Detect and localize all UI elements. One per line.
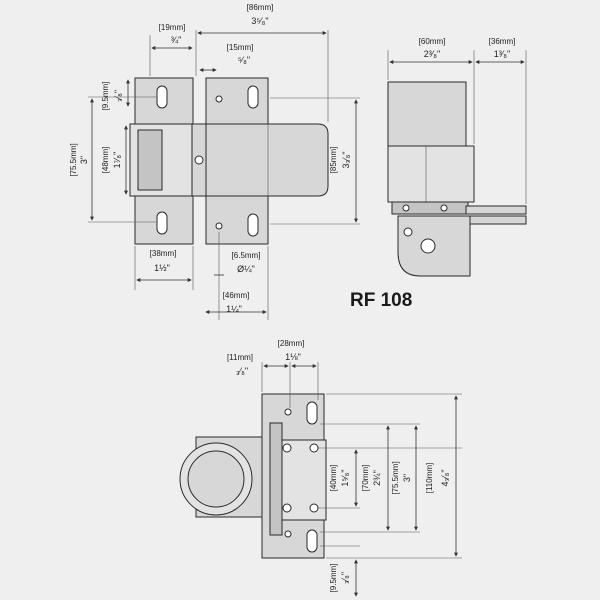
- bottom-bottom-hole: [284, 530, 292, 538]
- left-top-slot: [156, 85, 168, 109]
- body-height-in: 3₃⁄₈": [341, 151, 351, 168]
- side-pivot-small: [403, 227, 413, 237]
- hole-offset-mm: [15mm]: [227, 43, 254, 52]
- offset-large-mm: [28mm]: [278, 339, 305, 348]
- hole-offset-in: ⁵⁄₈": [238, 55, 250, 65]
- spring-body: [205, 123, 329, 197]
- knuckle-height-mm: [48mm]: [101, 147, 110, 174]
- bottom-hole-b2: [309, 503, 319, 513]
- spacing-70-in: 2¾": [372, 470, 382, 486]
- knuckle-segment: [137, 129, 163, 191]
- left-width-in: 1½": [154, 263, 170, 273]
- plate-height-in: 4₃⁄₈": [440, 469, 450, 486]
- right-width-in: 1¼": [226, 304, 242, 314]
- bottom-hole-a2: [309, 443, 319, 453]
- leaf-height-mm: [75.5mm]: [69, 143, 78, 176]
- body-height-mm: [85mm]: [329, 147, 338, 174]
- offset-small-mm: [11mm]: [227, 353, 253, 362]
- right-width-mm: [46mm]: [223, 291, 250, 300]
- depth-mm: [60mm]: [419, 37, 446, 46]
- side-pivot: [420, 238, 436, 254]
- left-leaf-mm: [19mm]: [159, 23, 186, 32]
- spacing-75-in: 3": [402, 474, 412, 482]
- bottom-top-slot: [306, 401, 318, 425]
- left-bottom-slot: [156, 211, 168, 235]
- bottom-spring-cap: [187, 450, 245, 508]
- hole-diameter-mm: [6.5mm]: [232, 251, 261, 260]
- right-bottom-hole: [215, 222, 223, 230]
- left-leaf-in: ¾": [171, 35, 182, 45]
- offset-large-in: 1⅛": [285, 352, 301, 362]
- offset-small-in: ₃⁄₈": [236, 366, 248, 376]
- leaf-height-in: 3": [79, 156, 89, 164]
- spacing-70-mm: [70mm]: [361, 465, 370, 492]
- bottom-bottom-slot: [306, 529, 318, 553]
- hole-diameter-in: Ø¼": [237, 264, 255, 274]
- spacing-40-in: 1⁵⁄₈": [340, 469, 350, 486]
- bottom-slot-mm: [9.5mm]: [329, 564, 338, 593]
- side-upper-body: [387, 81, 467, 147]
- pivot-screw: [194, 155, 204, 165]
- side-clamp-screw-2: [440, 204, 448, 212]
- side-lower-body: [387, 145, 475, 203]
- side-view: [60mm] 2³⁄₈" [36mm] 1³⁄₈": [387, 37, 527, 277]
- plate-height-mm: [110mm]: [425, 463, 434, 494]
- bottom-top-hole: [284, 408, 292, 416]
- spacing-40-mm: [40mm]: [329, 465, 338, 492]
- right-bottom-slot: [247, 213, 259, 237]
- side-clamp-screw-1: [402, 204, 410, 212]
- side-leaf-lower: [465, 215, 527, 225]
- front-view: [86mm] 3⁵⁄₈" [19mm] ¾" [15mm] ⁵⁄₈" [9.5m…: [69, 3, 360, 320]
- overall-width-mm: [86mm]: [247, 3, 274, 12]
- slot-height-mm: [9.5mm]: [101, 82, 110, 111]
- bottom-inner-plate: [281, 439, 327, 521]
- right-top-hole: [215, 95, 223, 103]
- bottom-view: [11mm] ₃⁄₈" [28mm] 1⅛" [40mm] 1⁵⁄₈" [70m…: [179, 339, 462, 597]
- side-leaf-upper: [465, 205, 527, 215]
- slot-height-in: ₃⁄₈": [113, 90, 123, 102]
- bottom-hole-a1: [282, 443, 292, 453]
- leaf-depth-in: 1³⁄₈": [494, 49, 510, 59]
- bottom-hole-b1: [282, 503, 292, 513]
- bottom-plate-rib: [269, 422, 283, 536]
- knuckle-height-in: 1⁷⁄₈": [112, 152, 122, 169]
- spacing-75-mm: [75.5mm]: [391, 461, 400, 494]
- model-label: RF 108: [350, 290, 412, 311]
- depth-in: 2³⁄₈": [424, 49, 440, 59]
- leaf-depth-mm: [36mm]: [489, 37, 516, 46]
- bottom-slot-in: ₃⁄₈": [340, 572, 350, 584]
- left-width-mm: [38mm]: [150, 249, 177, 258]
- right-top-slot: [247, 85, 259, 109]
- overall-width-in: 3⁵⁄₈": [251, 16, 268, 26]
